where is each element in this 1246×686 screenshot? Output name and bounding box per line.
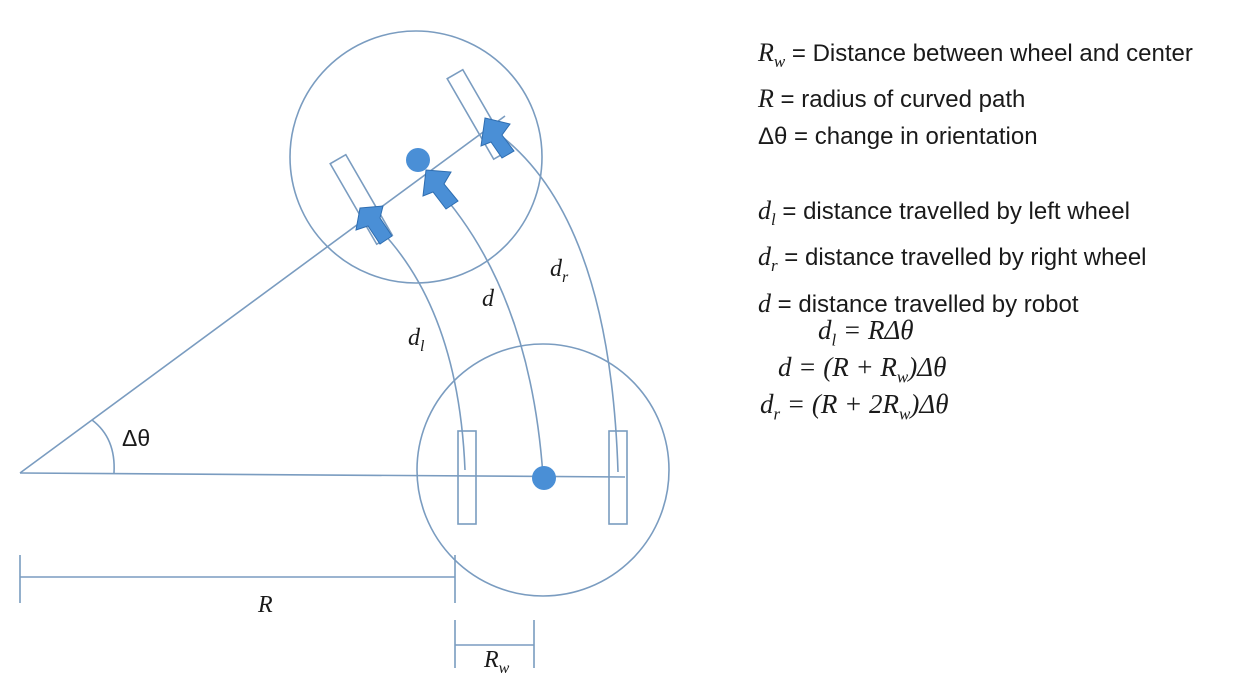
left-wheel-path [367, 217, 466, 471]
center-heading-arrow [422, 169, 459, 210]
right-wheel-path [499, 134, 619, 473]
robot-body-initial [416, 343, 670, 597]
dr-label: dr [550, 256, 569, 286]
robot-center-final [406, 148, 430, 172]
equation-right-wheel: dr = (R + 2Rw)Δθ [760, 389, 949, 424]
dl-label: dl [408, 325, 425, 355]
variable-legend: Rw = Distance between wheel and center R… [758, 34, 1238, 323]
equation-robot: d = (R + Rw)Δθ [778, 352, 947, 387]
robot-center-initial [532, 466, 556, 490]
robot-body-final [289, 30, 543, 284]
equations-block: dl = RΔθ d = (R + Rw)Δθ dr = (R + 2Rw)Δθ [760, 312, 949, 423]
legend-item-delta-theta: Δθ = change in orientation [758, 123, 1038, 151]
right-wheel-initial [608, 430, 628, 525]
legend-item-rw: Rw = Distance between wheel and center [758, 38, 1193, 72]
rw-label: Rw [483, 647, 510, 677]
d-label: d [482, 286, 495, 312]
delta-theta-label: Δθ [122, 425, 150, 451]
r-label: R [257, 592, 273, 618]
center-path [434, 185, 544, 477]
right-wheel-heading-arrow [480, 117, 515, 159]
legend-item-dl: dl = distance travelled by left wheel [758, 196, 1130, 230]
equation-left-wheel: dl = RΔθ [818, 315, 914, 350]
rotated-radius [19, 115, 506, 474]
legend-item-r: R = radius of curved path [758, 84, 1026, 114]
legend-item-d: d = distance travelled by robot [758, 288, 1079, 318]
baseline-radius [19, 472, 626, 478]
left-wheel-heading-arrow [355, 205, 393, 245]
left-wheel-initial [457, 430, 477, 525]
legend-item-dr: dr = distance travelled by right wheel [758, 242, 1147, 276]
angle-arc [91, 419, 115, 474]
